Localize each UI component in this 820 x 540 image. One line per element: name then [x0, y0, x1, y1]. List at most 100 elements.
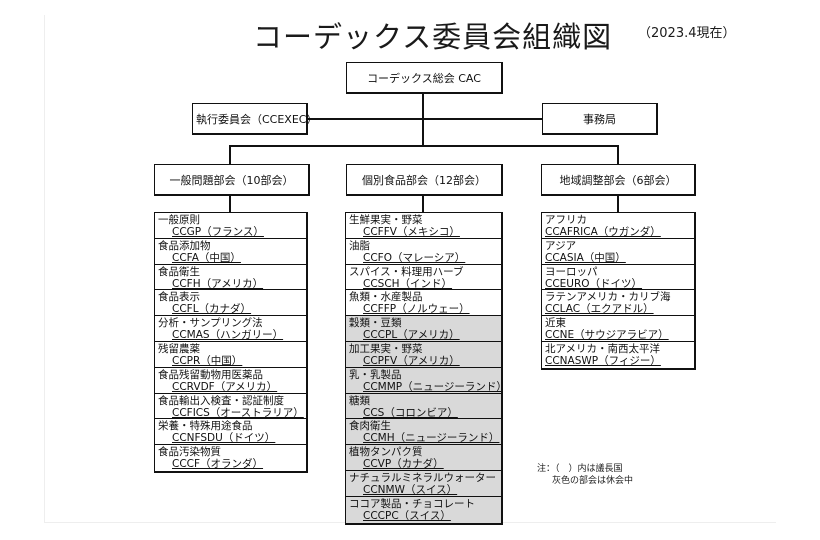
committee-name: 食品輸出入検査・認証制度 [158, 394, 284, 407]
committee-code: CCNFSDU（ドイツ） [172, 432, 276, 445]
committee-code: CCCPL（アメリカ） [363, 329, 460, 342]
category-general-box: 一般問題部会（10部会） [154, 164, 310, 196]
committee-name: 栄養・特殊用途食品 [158, 420, 253, 433]
committee-code: CCSCH（インド） [363, 277, 453, 290]
category-commodity-box: 個別食品部会（12部会） [346, 164, 503, 196]
committee-code: CCMAS（ハンガリー） [172, 329, 284, 342]
connector-cat1-up [229, 145, 231, 165]
committee-name: 穀類・豆類 [349, 317, 402, 330]
connector-cac-down [422, 93, 424, 147]
connector-cat3-down [617, 195, 619, 213]
committee-code: CCGP（フランス） [172, 226, 264, 238]
committee-name: 乳・乳製品 [349, 368, 402, 381]
note-chair-country: 注：（ ）内は議長国 [537, 464, 623, 474]
legend-note: 注：（ ）内は議長国 灰色の部会は休会中 [537, 463, 633, 487]
committee-name: 食品衛生 [158, 265, 200, 278]
committee-name: 一般原則 [158, 214, 200, 226]
committee-name: 魚類・水産製品 [349, 291, 423, 304]
committee-name: スパイス・料理用ハーブ [349, 265, 464, 278]
category-regional-label: 地域調整部会（6部会） [559, 173, 677, 187]
committee-name: 食品添加物 [158, 239, 211, 252]
committee-name: 食品表示 [158, 291, 200, 304]
committee-code: CCLAC（エクアドル） [545, 303, 654, 316]
committee-code: CCRVDF（アメリカ） [172, 380, 278, 393]
committee-name: 食品汚染物質 [158, 446, 221, 459]
committee-code: CCFH（アメリカ） [172, 277, 264, 290]
committee-code: CCMH（ニュージーランド） [363, 432, 500, 445]
committee-code: CCFFV（メキシコ） [363, 226, 460, 238]
committee-code: CCPR（中国） [172, 354, 243, 367]
committee-name: 分析・サンプリング法 [158, 317, 263, 330]
committee-name: 残留農薬 [158, 342, 200, 355]
committee-code: CCS（コロンビア） [363, 406, 458, 419]
cac-label: コーデックス総会 CAC [367, 71, 481, 85]
executive-committee-box: 執行委員会（CCEXEC） [192, 103, 317, 135]
committee-code: CCFICS（オーストラリア） [172, 406, 304, 419]
committee-code: CCPFV（アメリカ） [363, 354, 460, 367]
committee-code: CCNASWP（フィジー） [545, 354, 661, 367]
committee-name: ヨーロッパ [545, 265, 598, 278]
connector-categories-horizontal [229, 145, 619, 147]
connector-cat2-down [422, 195, 424, 213]
committee-name: アジア [545, 239, 577, 252]
as-of-date: （2023.4現在） [638, 26, 736, 41]
committee-code: CCFL（カナダ） [172, 303, 252, 316]
committee-name: 油脂 [349, 239, 370, 252]
committee-name: 食肉衛生 [349, 420, 391, 433]
chart-title: コーデックス委員会組織図 [253, 20, 613, 54]
committee-name: ココア製品・チョコレート [349, 497, 475, 510]
committee-code: CCNMW（スイス） [363, 483, 458, 496]
committee-code: CCASIA（中国） [545, 251, 626, 264]
committee-name: 生鮮果実・野菜 [349, 214, 423, 226]
category-regional-box: 地域調整部会（6部会） [541, 164, 696, 196]
category-general-label: 一般問題部会（10部会） [169, 173, 294, 187]
committee-code: CCVP（カナダ） [363, 458, 444, 471]
committee-code: CCFFP（ノルウェー） [363, 303, 470, 316]
committee-code: CCFA（中国） [172, 251, 241, 264]
committee-code: CCMMP（ニュージーランド） [363, 380, 501, 393]
committee-code: CCCF（オランダ） [172, 458, 264, 471]
committee-name: アフリカ [545, 214, 587, 226]
committee-name: 植物タンパク質 [349, 446, 423, 459]
committee-code: CCEURO（ドイツ） [545, 277, 643, 290]
connector-cat3-up [617, 145, 619, 165]
committee-name: 加工果実・野菜 [349, 342, 423, 355]
committee-code: CCNE（サウジアラビア） [545, 329, 669, 342]
committee-code: CCCPC（スイス） [363, 509, 451, 522]
committee-code: CCFO（マレーシア） [363, 251, 466, 264]
secretariat-label: 事務局 [583, 112, 616, 126]
committee-name: ナチュラルミネラルウォーター [349, 471, 496, 484]
connector-cat1-down [229, 195, 231, 213]
note-inactive: 灰色の部会は休会中 [552, 476, 634, 486]
committee-name: 糖類 [349, 394, 370, 407]
executive-committee-label: 執行委員会（CCEXEC） [196, 112, 318, 126]
committee-name: 食品残留動物用医薬品 [158, 368, 263, 381]
committee-name: ラテンアメリカ・カリブ海 [545, 291, 671, 304]
